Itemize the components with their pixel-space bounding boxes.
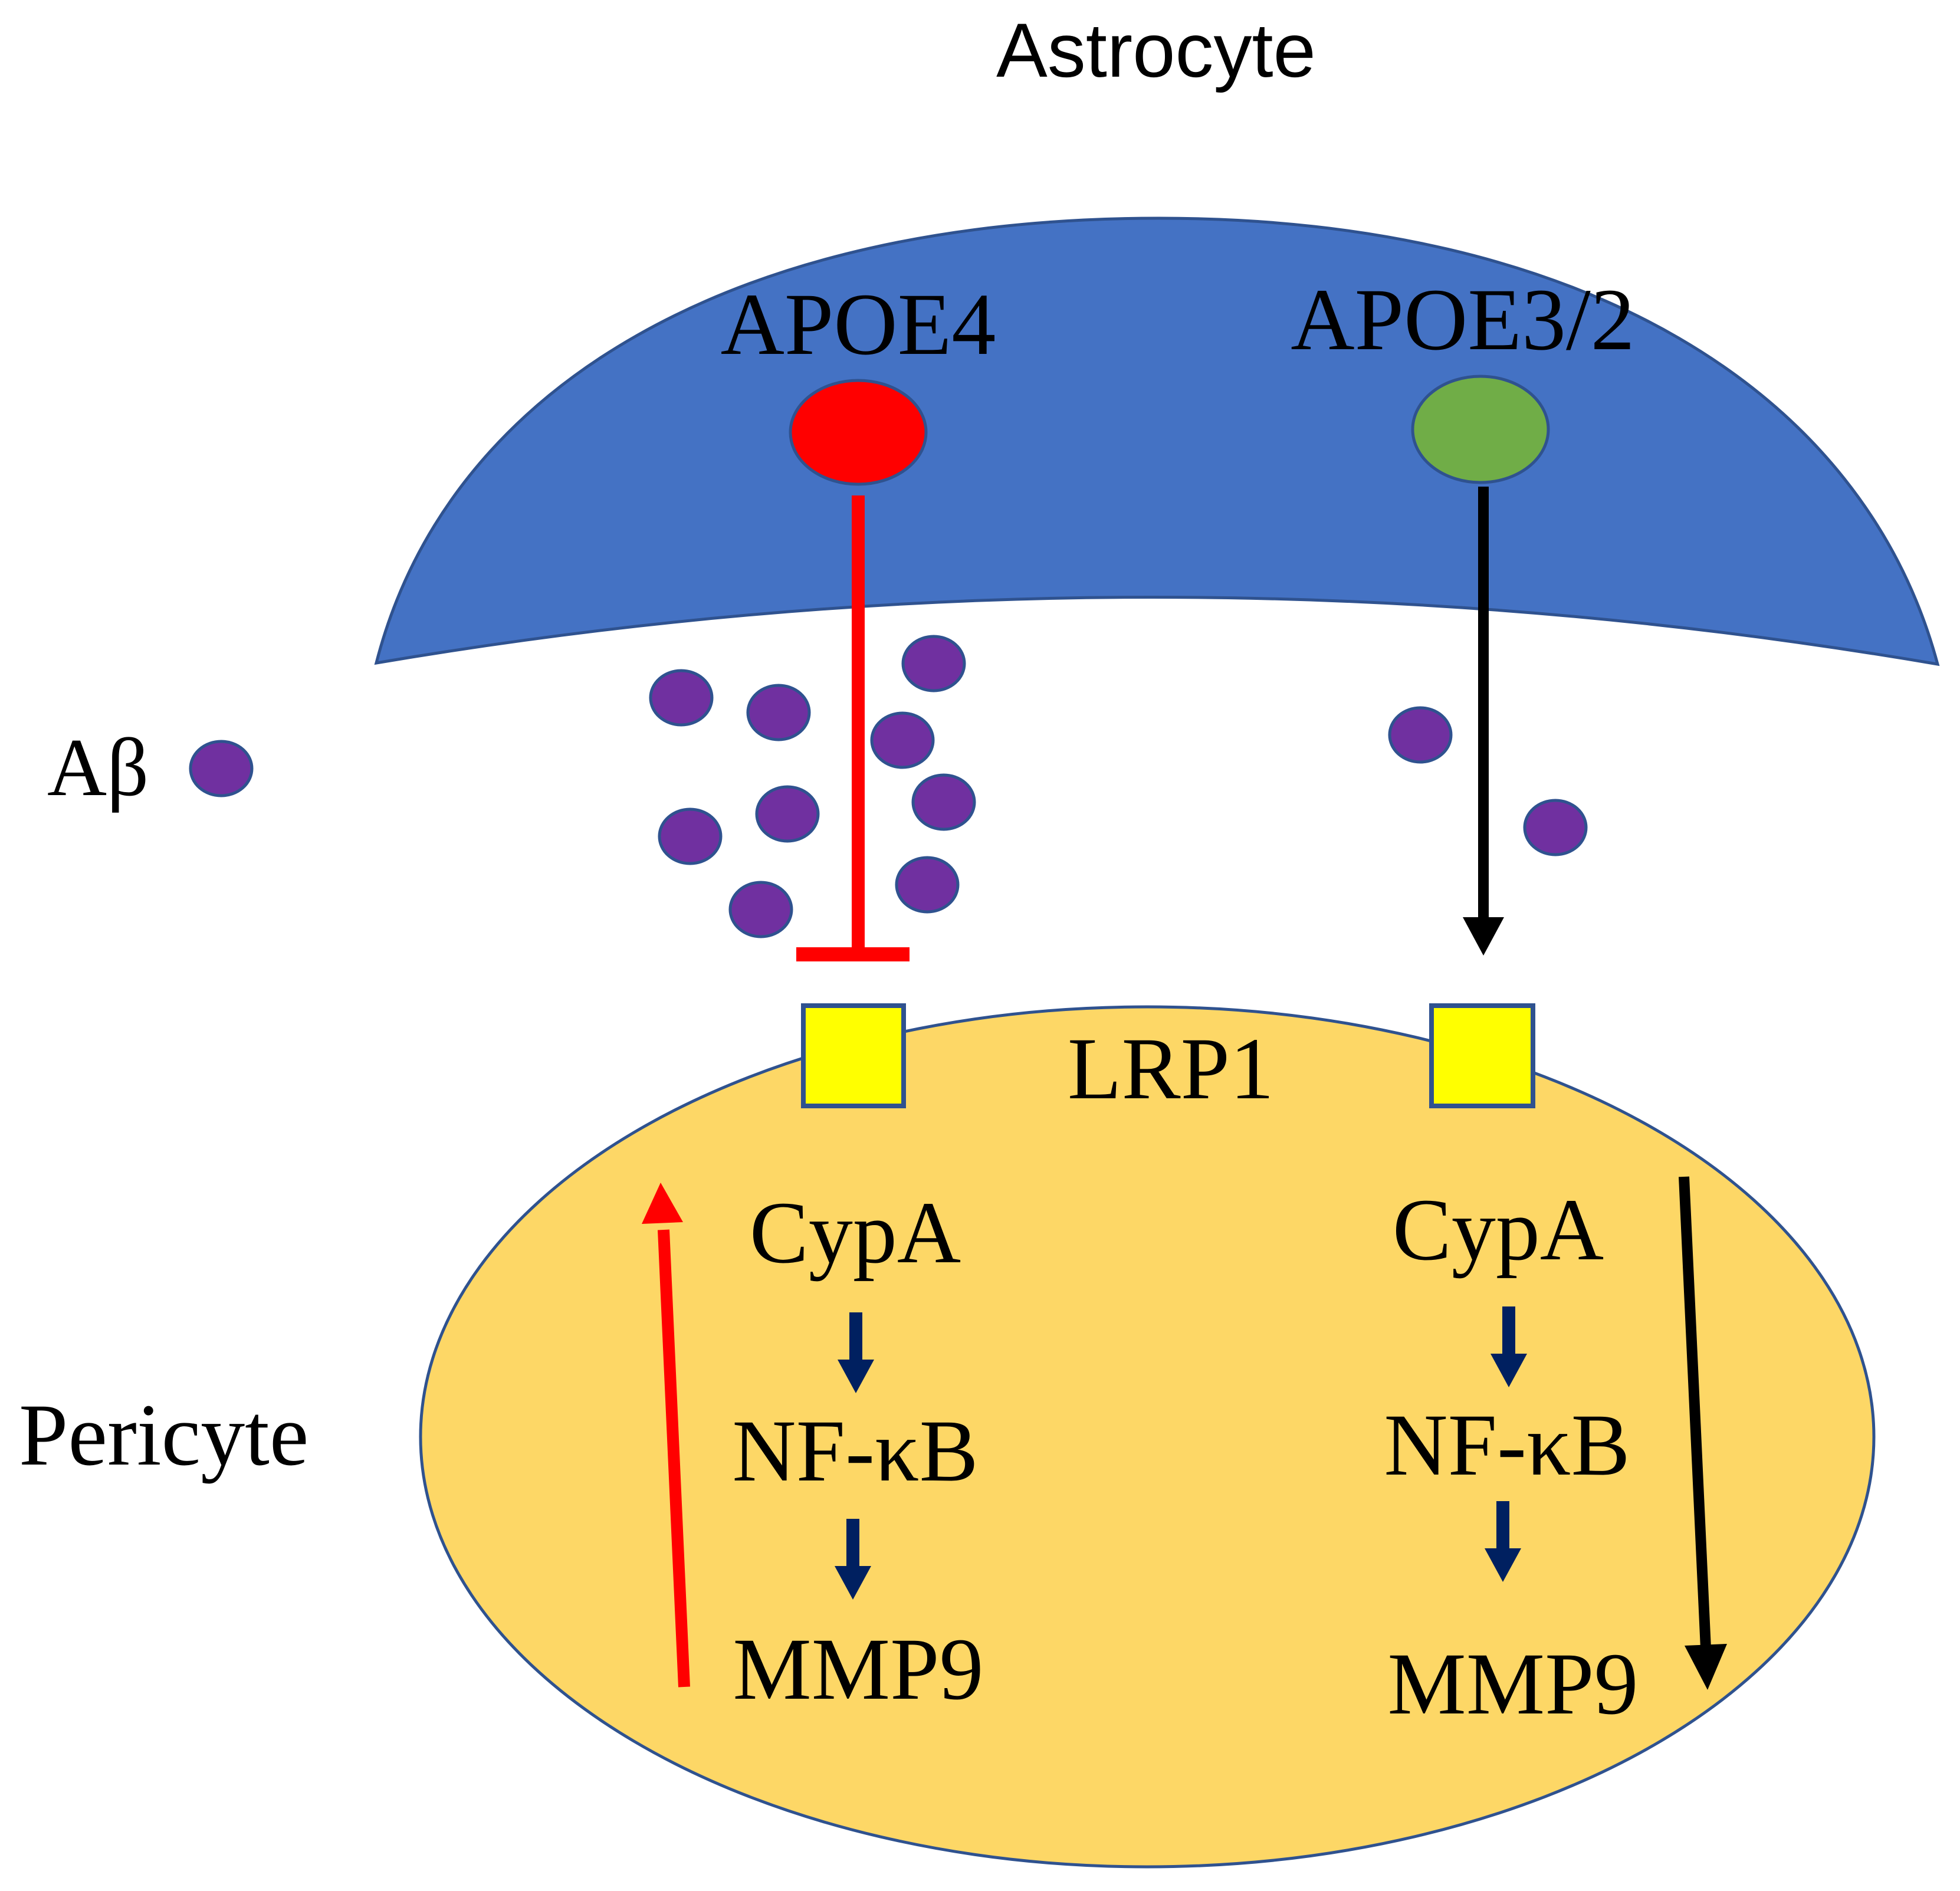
right-down-arrow-1: [1490, 1306, 1527, 1387]
abeta-particle: [649, 669, 714, 727]
apoe32-label: APOE3/2: [1291, 271, 1634, 369]
left-cypa: CypA: [750, 1184, 961, 1282]
abeta-particle: [870, 711, 935, 769]
left-down-arrow-1: [838, 1312, 874, 1393]
left-increase-line: [658, 1229, 690, 1688]
abeta-particle: [1523, 799, 1588, 856]
abeta-particle: [901, 635, 966, 692]
right-nfkb: NF-κB: [1384, 1396, 1630, 1494]
left-nfkb: NF-κB: [732, 1402, 978, 1500]
abeta-particle: [895, 856, 960, 914]
abeta-particle: [746, 684, 811, 741]
right-decrease-arrowhead: [1685, 1644, 1727, 1690]
abeta-cluster-right: [1388, 706, 1588, 856]
abeta-cluster-left: [649, 635, 976, 938]
left-increase-arrowhead: [642, 1183, 683, 1224]
apoe4-molecule: [789, 379, 928, 486]
right-cypa: CypA: [1393, 1181, 1604, 1279]
abeta-particle: [658, 807, 723, 865]
abeta-particle: [1388, 706, 1453, 764]
lrp1-receptor-right: [1429, 1003, 1535, 1108]
abeta-particle: [755, 785, 820, 843]
abeta-particle: [911, 773, 976, 831]
right-mmp9: MMP9: [1387, 1635, 1638, 1733]
apoe32-activation-arrowhead: [1463, 917, 1504, 956]
apoe4-label: APOE4: [721, 275, 996, 373]
left-mmp9: MMP9: [733, 1620, 983, 1718]
pericyte-label: Pericyte: [19, 1386, 308, 1484]
lrp1-label: LRP1: [1068, 1020, 1274, 1118]
abeta-particle: [728, 881, 793, 938]
pericyte-cell: [419, 1005, 1876, 1869]
astrocyte-cell: [374, 216, 1940, 667]
left-down-arrow-2: [835, 1519, 871, 1600]
right-decrease-line: [1679, 1176, 1711, 1649]
astrocyte-title: Astrocyte: [996, 7, 1316, 93]
apoe32-molecule: [1411, 375, 1550, 484]
abeta-legend-dot: [189, 740, 254, 797]
abeta-legend-label: Aβ: [47, 722, 149, 813]
lrp1-receptor-left: [801, 1003, 906, 1108]
right-down-arrow-2: [1485, 1501, 1521, 1582]
